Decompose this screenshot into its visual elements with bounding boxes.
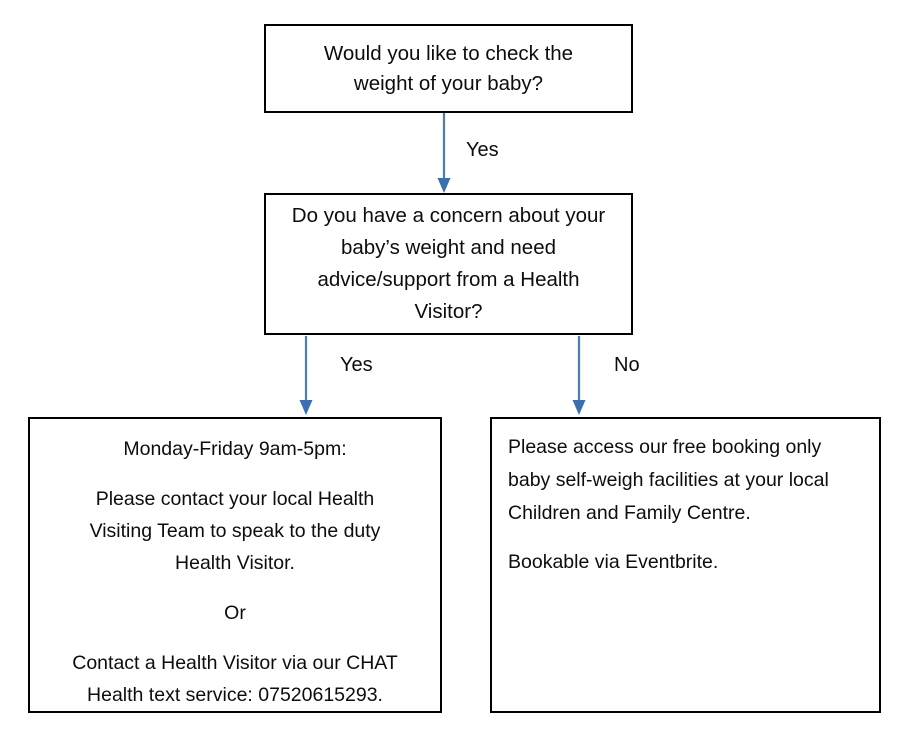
question-1-line-2: weight of your baby? (353, 71, 544, 95)
outcome-yes-line-1: Monday-Friday 9am-5pm: (123, 438, 347, 460)
outcome-yes-line-9: Contact a Health Visitor via our CHAT (72, 652, 398, 674)
edge-label-yes-1: Yes (466, 139, 499, 161)
outcome-yes-line-5: Health Visitor. (175, 552, 295, 574)
outcome-yes-line-3: Please contact your local Health (95, 488, 375, 510)
outcome-no-line-5: Bookable via Eventbrite. (508, 551, 719, 573)
question-2-line-3: advice/support from a Health (317, 268, 580, 291)
outcome-yes-line-10: Health text service: 07520615293. (87, 684, 383, 706)
outcome-no-line-1: Please access our free booking only (508, 436, 822, 458)
outcome-yes-line-4: Visiting Team to speak to the duty (89, 520, 381, 542)
arrow-question2-to-outcome-no (565, 336, 593, 418)
arrow-question1-to-question2 (430, 113, 458, 195)
flowchart-node-outcome-yes: Monday-Friday 9am-5pm: Please contact yo… (28, 417, 442, 713)
outcome-yes-line-7: Or (224, 602, 246, 624)
edge-label-no: No (614, 354, 640, 376)
flowchart-node-question-2: Do you have a concern about your baby’s … (264, 193, 633, 335)
question-2-line-2: baby’s weight and need (340, 236, 557, 259)
arrow-question2-to-outcome-yes (292, 336, 320, 418)
outcome-no-line-2: baby self-weigh facilities at your local (508, 469, 829, 491)
edge-label-yes-2: Yes (340, 354, 373, 376)
flowchart-node-question-1: Would you like to check the weight of yo… (264, 24, 633, 113)
outcome-no-line-3: Children and Family Centre. (508, 502, 751, 524)
question-1-line-1: Would you like to check the (323, 41, 574, 65)
question-2-line-4: Visitor? (414, 300, 483, 323)
question-2-line-1: Do you have a concern about your (291, 204, 606, 227)
flowchart-node-outcome-no: Please access our free booking only baby… (490, 417, 881, 713)
